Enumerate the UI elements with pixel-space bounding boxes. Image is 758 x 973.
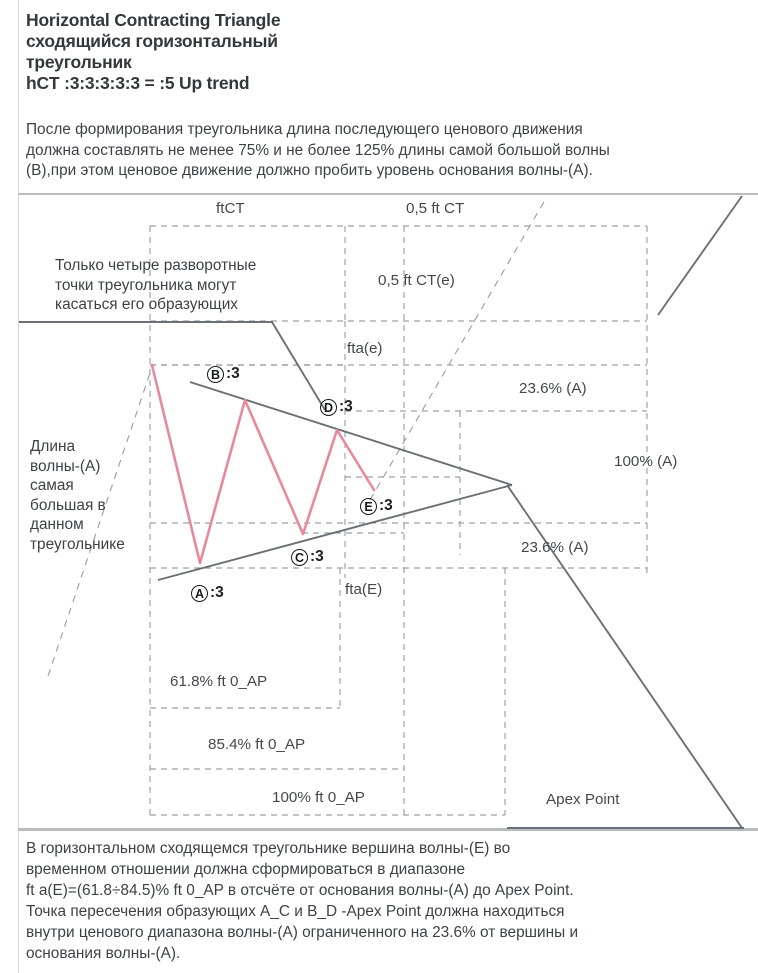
note-four-points-line-1: Только четыре разворотные xyxy=(55,257,257,274)
note-wave-a-line-4: большая в xyxy=(30,496,106,514)
wave-label-A: A :3 xyxy=(191,584,224,602)
circle-letter-E: E xyxy=(360,497,377,515)
diagram-frame xyxy=(18,193,758,830)
label-fta-E-upper: fta(E) xyxy=(345,581,383,598)
footer-paragraph: В горизонтальном сходящемся треугольнике… xyxy=(18,838,758,964)
title-line-3: треугольник xyxy=(26,52,132,72)
page-title: Horizontal Contracting Triangle сходящий… xyxy=(18,0,758,94)
circle-letter-A: A xyxy=(191,584,208,602)
intro-paragraph: После формирования треугольника длина по… xyxy=(18,120,758,182)
intro-line-2: должна составлять не менее 75% и не боле… xyxy=(26,141,610,159)
label-ft-854: 85.4% ft 0_AP xyxy=(208,736,306,753)
note-wave-a-line-1: Длина xyxy=(30,438,76,455)
title-line-1: Horizontal Contracting Triangle xyxy=(26,10,281,30)
wave-degree-A: :3 xyxy=(210,584,224,601)
footer-line-1: В горизонтальном сходящемся треугольнике… xyxy=(26,840,511,857)
footer-line-4: Точка пересечения образующих A_C и B_D -… xyxy=(26,903,565,920)
note-four-points-line-2: точки треугольника могут xyxy=(55,276,237,294)
title-line-4: hCT :3:3:3:3:3 = :5 Up trend xyxy=(26,73,250,93)
intro-line-1: После формирования треугольника длина по… xyxy=(26,121,583,138)
note-wave-a-line-6: треугольнике xyxy=(30,535,125,553)
label-ftct: ftCT xyxy=(216,200,245,217)
wave-label-D: D :3 xyxy=(320,398,353,416)
wave-degree-D: :3 xyxy=(339,398,353,415)
intro-line-3: (В),при этом ценовое движение должно про… xyxy=(26,162,593,179)
footer-line-5: внутри ценового диапазона волны-(А) огра… xyxy=(26,924,579,941)
label-ft-100: 100% ft 0_AP xyxy=(272,789,365,806)
circle-letter-C: C xyxy=(291,548,308,566)
footer-line-2: временном отношении должна сформироватьс… xyxy=(26,861,466,878)
label-fib-236-top: 23.6% (A) xyxy=(519,380,587,397)
wave-degree-E: :3 xyxy=(379,497,393,514)
circle-letter-B: B xyxy=(207,365,224,383)
footer-line-6: основания волны-(А). xyxy=(26,945,181,962)
note-four-points-line-3: касаться его образующих xyxy=(55,296,238,313)
note-wave-a-line-5: данном xyxy=(30,516,84,533)
wave-label-C: C :3 xyxy=(291,548,324,566)
wave-degree-B: :3 xyxy=(226,365,240,382)
footer-line-3: ft a(E)=(61.8÷84.5)% ft 0_AP в отсчёте о… xyxy=(26,882,574,899)
label-fta-e-lower: fta(e) xyxy=(347,340,383,357)
label-apex-point: Apex Point xyxy=(546,791,620,808)
circle-letter-D: D xyxy=(320,398,337,416)
diagram-bottom-rule xyxy=(18,828,758,831)
note-four-points: Только четыре разворотные точки треуголь… xyxy=(55,256,256,315)
note-wave-a-line-3: самая xyxy=(30,477,74,494)
note-wave-a-line-2: волны-(А) xyxy=(30,457,101,475)
wave-label-B: B :3 xyxy=(207,365,240,383)
label-ft-618: 61.8% ft 0_AP xyxy=(170,673,268,690)
title-line-2: сходящийся горизонтальный xyxy=(26,31,278,51)
wave-degree-C: :3 xyxy=(310,548,324,565)
label-fib-236-bottom: 23.6% (A) xyxy=(521,539,589,556)
label-half-ft-ct-e: 0,5 ft CT(e) xyxy=(378,272,455,289)
note-wave-a-length: Длина волны-(А) самая большая в данном т… xyxy=(30,437,125,554)
label-fib-100: 100% (A) xyxy=(614,453,678,470)
wave-label-E: E :3 xyxy=(360,497,393,515)
label-half-ft-ct: 0,5 ft CT xyxy=(406,200,465,217)
